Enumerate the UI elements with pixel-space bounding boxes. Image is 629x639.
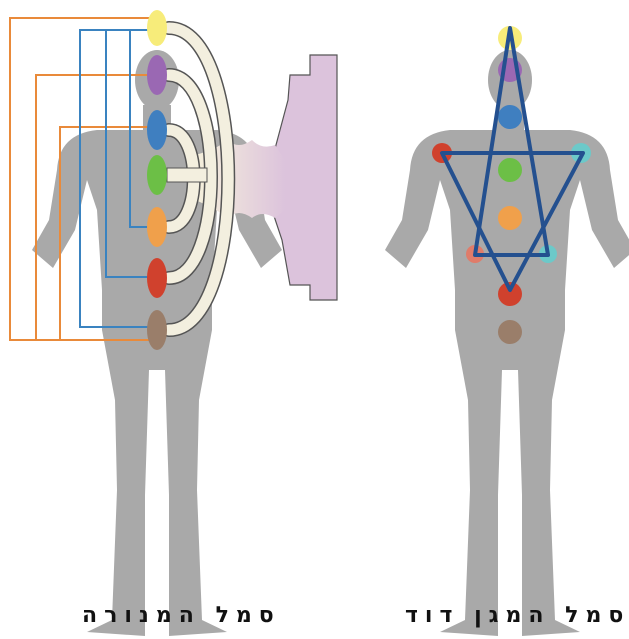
chakra-heart [147, 155, 167, 195]
chakra-solar-plexus [147, 207, 167, 247]
chakra-solar-plexus [498, 206, 522, 230]
chakra-root [147, 310, 167, 350]
chakra-third-eye [147, 55, 167, 95]
menorah-figure [10, 10, 337, 636]
chakra-root [498, 320, 522, 344]
chakra-crown [147, 10, 167, 46]
menorah-caption: סמל המנורה [82, 602, 281, 630]
chakra-sacral [147, 258, 167, 298]
star-of-david-caption: סמל המגן דוד [405, 602, 629, 630]
chakra-throat [147, 110, 167, 150]
chakra-heart [498, 158, 522, 182]
chakra-throat [498, 105, 522, 129]
menorah-stem [167, 168, 207, 182]
star-of-david-figure [385, 26, 629, 636]
